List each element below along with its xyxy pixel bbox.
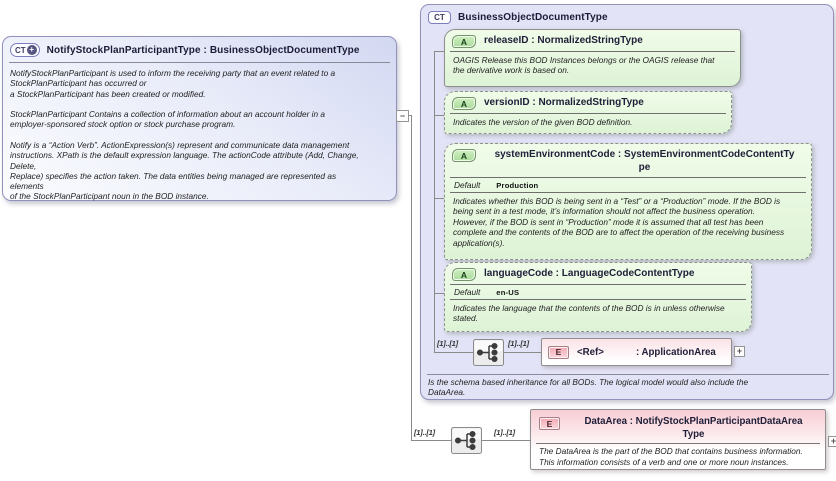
complex-type-header: CT BusinessObjectDocumentType — [421, 5, 833, 28]
connector-line — [482, 440, 530, 441]
attribute-header: A languageCode : LanguageCodeContentType — [445, 263, 751, 283]
tree-tick — [434, 51, 444, 52]
cardinality-label: [1]..[1] — [437, 339, 458, 348]
tree-line — [504, 352, 541, 353]
attribute-divider — [450, 192, 806, 193]
attribute-description: OAGIS Release this BOD Instances belongs… — [453, 55, 715, 76]
attribute-icon: A — [452, 268, 476, 281]
tree-tick — [434, 293, 444, 294]
attribute-divider — [450, 51, 735, 52]
footer-divider — [427, 374, 829, 375]
expand-handle[interactable]: + — [734, 346, 745, 357]
attribute-icon: A — [452, 149, 476, 162]
tree-line — [434, 352, 473, 353]
attribute-description: Indicates the language that the contents… — [453, 303, 725, 324]
element-description: The DataArea is the part of the BOD that… — [539, 446, 803, 467]
attribute-divider — [450, 299, 746, 300]
minus-icon: − — [399, 110, 406, 121]
default-value: en-US — [496, 288, 520, 297]
attribute-language-code[interactable]: A languageCode : LanguageCodeContentType… — [444, 262, 752, 332]
cardinality-label: [1]..[1] — [494, 428, 515, 437]
default-label: Default — [454, 180, 481, 190]
attribute-title: releaseID : NormalizedStringType — [484, 35, 643, 46]
attribute-description: Indicates whether this BOD is being sent… — [453, 196, 785, 248]
element-divider — [536, 443, 820, 445]
tree-line — [434, 51, 435, 353]
attribute-default-row: Default Production — [445, 178, 811, 191]
plus-icon: + — [830, 436, 836, 446]
attribute-divider — [450, 284, 746, 285]
attribute-icon: A — [452, 35, 476, 48]
cardinality-label: [1]..[1] — [414, 428, 435, 437]
plus-icon: + — [26, 45, 37, 55]
header-divider — [9, 62, 390, 63]
left-box-description: NotifyStockPlanParticipant is used to in… — [10, 68, 359, 202]
right-box-title: BusinessObjectDocumentType — [458, 12, 608, 23]
attribute-icon: A — [452, 97, 476, 110]
complex-type-icon: CT — [428, 11, 451, 24]
attribute-divider — [450, 113, 726, 114]
sequence-icon[interactable] — [451, 427, 482, 454]
ct-icon-label: CT — [15, 45, 26, 55]
complex-type-business-object-document[interactable]: CT BusinessObjectDocumentType A releaseI… — [420, 4, 834, 400]
default-value: Production — [496, 181, 539, 190]
element-application-area[interactable]: E <Ref> : ApplicationArea — [541, 338, 732, 366]
complex-type-header: CT + NotifyStockPlanParticipantType : Bu… — [3, 37, 396, 61]
left-box-title: NotifyStockPlanParticipantType : Busines… — [46, 44, 360, 56]
attribute-header: A releaseID : NormalizedStringType — [445, 30, 740, 50]
connector-line — [411, 440, 451, 441]
element-icon: E — [539, 417, 560, 430]
sequence-icon[interactable] — [473, 339, 504, 366]
element-icon: E — [548, 345, 569, 359]
element-title: DataArea : NotifyStockPlanParticipantDat… — [584, 416, 803, 440]
element-ref-label: <Ref> — [577, 346, 604, 358]
attribute-title: versionID : NormalizedStringType — [484, 97, 644, 108]
right-box-description: Is the schema based inheritance for all … — [428, 377, 749, 398]
cardinality-label: [1]..[1] — [508, 339, 529, 348]
attribute-system-environment-code[interactable]: A systemEnvironmentCode : SystemEnvironm… — [444, 143, 812, 260]
expand-handle[interactable]: + — [828, 436, 836, 447]
attribute-version-id[interactable]: A versionID : NormalizedStringType Indic… — [444, 91, 732, 134]
collapse-handle[interactable]: − — [396, 110, 409, 122]
complex-type-notify-stock-plan-participant[interactable]: CT + NotifyStockPlanParticipantType : Bu… — [2, 36, 397, 201]
attribute-title: systemEnvironmentCode : SystemEnvironmen… — [494, 149, 795, 173]
element-type-label: : ApplicationArea — [635, 346, 716, 358]
attribute-header: A versionID : NormalizedStringType — [445, 92, 731, 112]
complex-type-extension-icon: CT + — [10, 43, 40, 57]
attribute-title: languageCode : LanguageCodeContentType — [484, 268, 695, 279]
tree-tick — [434, 115, 444, 116]
default-label: Default — [454, 287, 481, 297]
attribute-release-id[interactable]: A releaseID : NormalizedStringType OAGIS… — [444, 29, 741, 87]
attribute-divider — [450, 177, 806, 178]
connector-line — [411, 115, 412, 441]
connector-line — [408, 115, 412, 116]
plus-icon: + — [736, 346, 743, 356]
tree-tick — [434, 198, 444, 199]
element-header: E DataArea : NotifyStockPlanParticipantD… — [531, 410, 825, 443]
element-data-area[interactable]: E DataArea : NotifyStockPlanParticipantD… — [530, 409, 826, 470]
attribute-description: Indicates the version of the given BOD d… — [453, 117, 633, 127]
attribute-header: A systemEnvironmentCode : SystemEnvironm… — [445, 144, 811, 176]
attribute-default-row: Default en-US — [445, 285, 751, 298]
